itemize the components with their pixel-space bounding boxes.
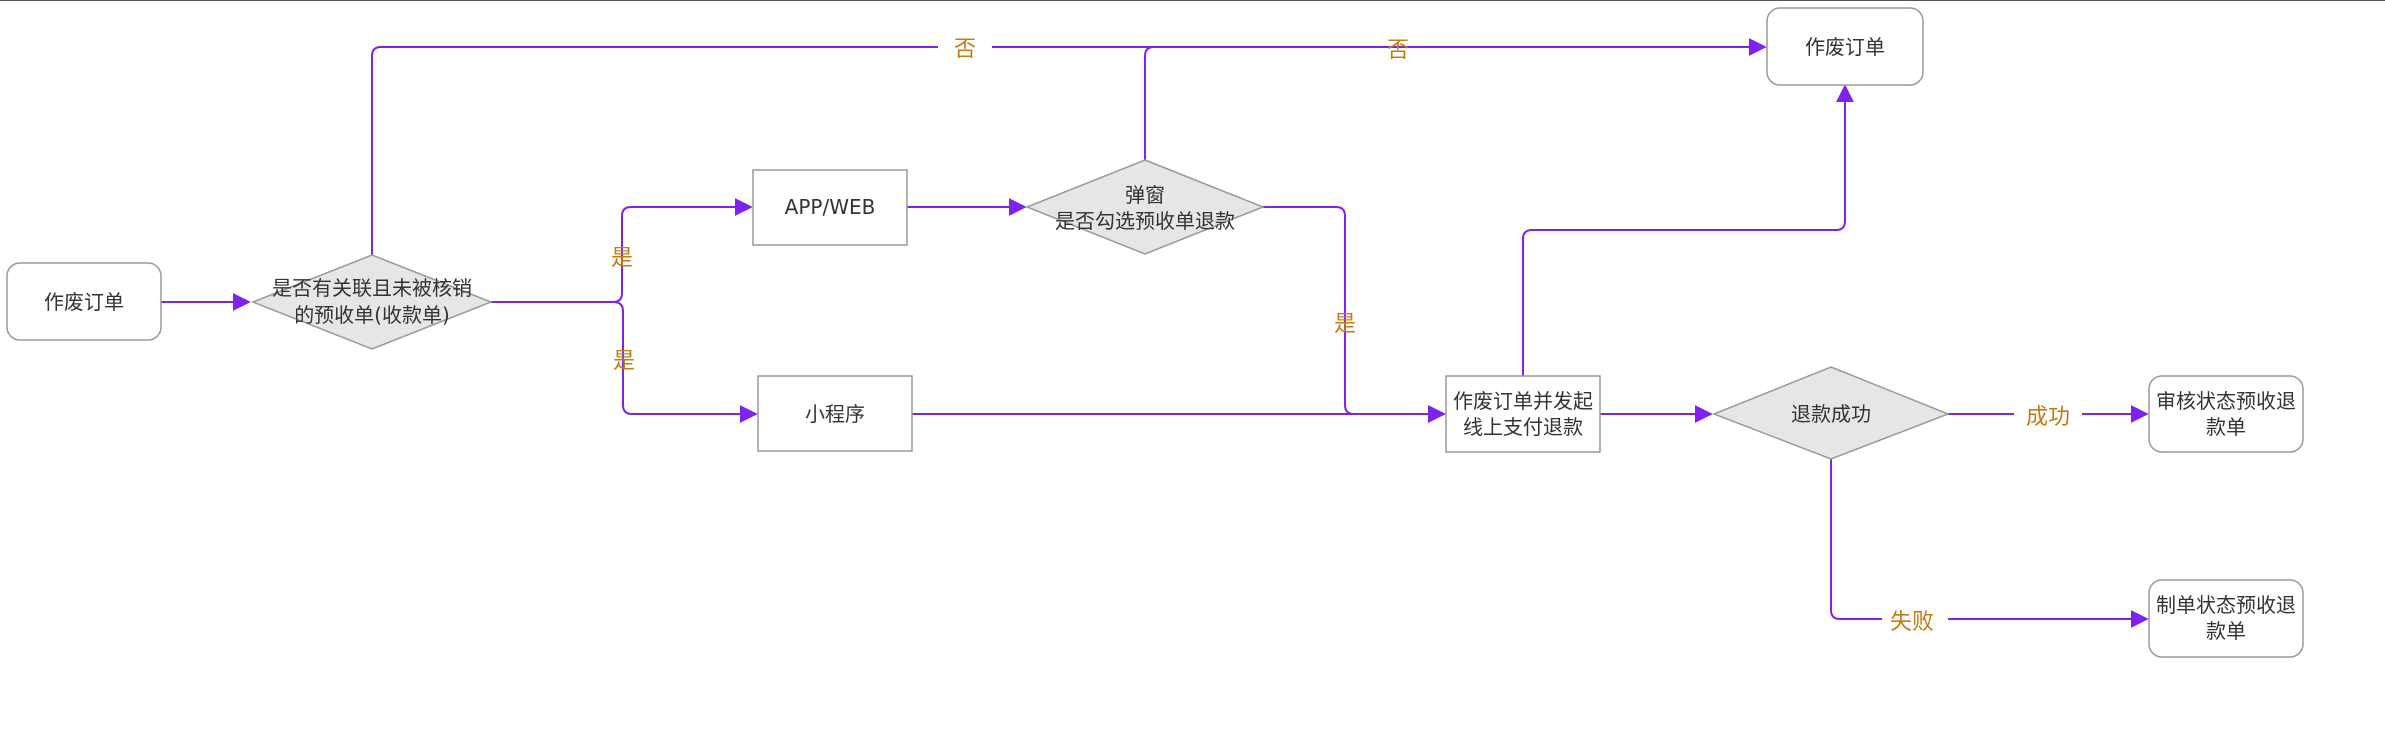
edge-check-yes-to-mini <box>612 301 758 423</box>
node-draft-line2: 款单 <box>2206 619 2246 643</box>
node-app-web[interactable]: APP/WEB <box>752 169 908 246</box>
node-void-end[interactable]: 作废订单 <box>1766 7 1924 86</box>
node-void-refund[interactable]: 作废订单并发起 线上支付退款 <box>1445 375 1601 453</box>
node-check-prepay-line1: 是否有关联且未被核销 <box>272 276 472 300</box>
edge-label-yes-app: 是 <box>611 246 633 271</box>
edge-fail-to-draft <box>1830 457 2147 619</box>
node-refund-success[interactable]: 退款成功 <box>1711 366 1951 460</box>
edge-label-yes-popup: 是 <box>1334 312 1356 337</box>
node-audit-line1: 审核状态预收退 <box>2156 389 2296 413</box>
node-draft-line1: 制单状态预收退 <box>2156 593 2296 617</box>
node-check-prepay[interactable]: 是否有关联且未被核销 的预收单(收款单) <box>250 254 494 350</box>
edge-label-yes-mini: 是 <box>613 349 635 374</box>
node-draft-status[interactable]: 制单状态预收退 款单 <box>2148 579 2304 658</box>
node-popup-line2: 是否勾选预收单退款 <box>1055 209 1235 233</box>
node-popup-decision[interactable]: 弹窗 是否勾选预收单退款 <box>1024 159 1266 255</box>
node-start-void-order[interactable]: 作废订单 <box>6 262 162 341</box>
node-start-label: 作废订单 <box>44 290 124 314</box>
top-border <box>0 0 2385 1</box>
node-mini-program[interactable]: 小程序 <box>757 375 913 452</box>
edges <box>161 47 2147 619</box>
node-void-refund-line1: 作废订单并发起 <box>1453 389 1593 413</box>
edge-void-refund-to-void-end <box>1522 84 1854 376</box>
node-refund-success-label: 退款成功 <box>1791 402 1871 426</box>
node-mini-program-label: 小程序 <box>805 402 865 426</box>
edge-popup-no <box>1144 46 1380 160</box>
edge-label-fail: 失败 <box>1890 610 1934 635</box>
node-check-prepay-line2: 的预收单(收款单) <box>294 303 450 327</box>
edge-popup-yes-to-void-refund <box>1263 206 1446 423</box>
node-popup-line1: 弹窗 <box>1125 183 1165 207</box>
node-void-end-label: 作废订单 <box>1805 35 1885 59</box>
edge-label-success: 成功 <box>2026 405 2070 430</box>
edge-label-no-1: 否 <box>954 37 976 62</box>
node-void-refund-line2: 线上支付退款 <box>1463 415 1583 439</box>
edge-labels: 否 否 是 是 是 成功 失败 <box>611 37 2070 635</box>
edge-label-no-2: 否 <box>1387 38 1409 63</box>
node-audit-line2: 款单 <box>2206 415 2246 439</box>
node-app-web-label: APP/WEB <box>785 195 876 219</box>
node-audit-status[interactable]: 审核状态预收退 款单 <box>2148 375 2304 453</box>
